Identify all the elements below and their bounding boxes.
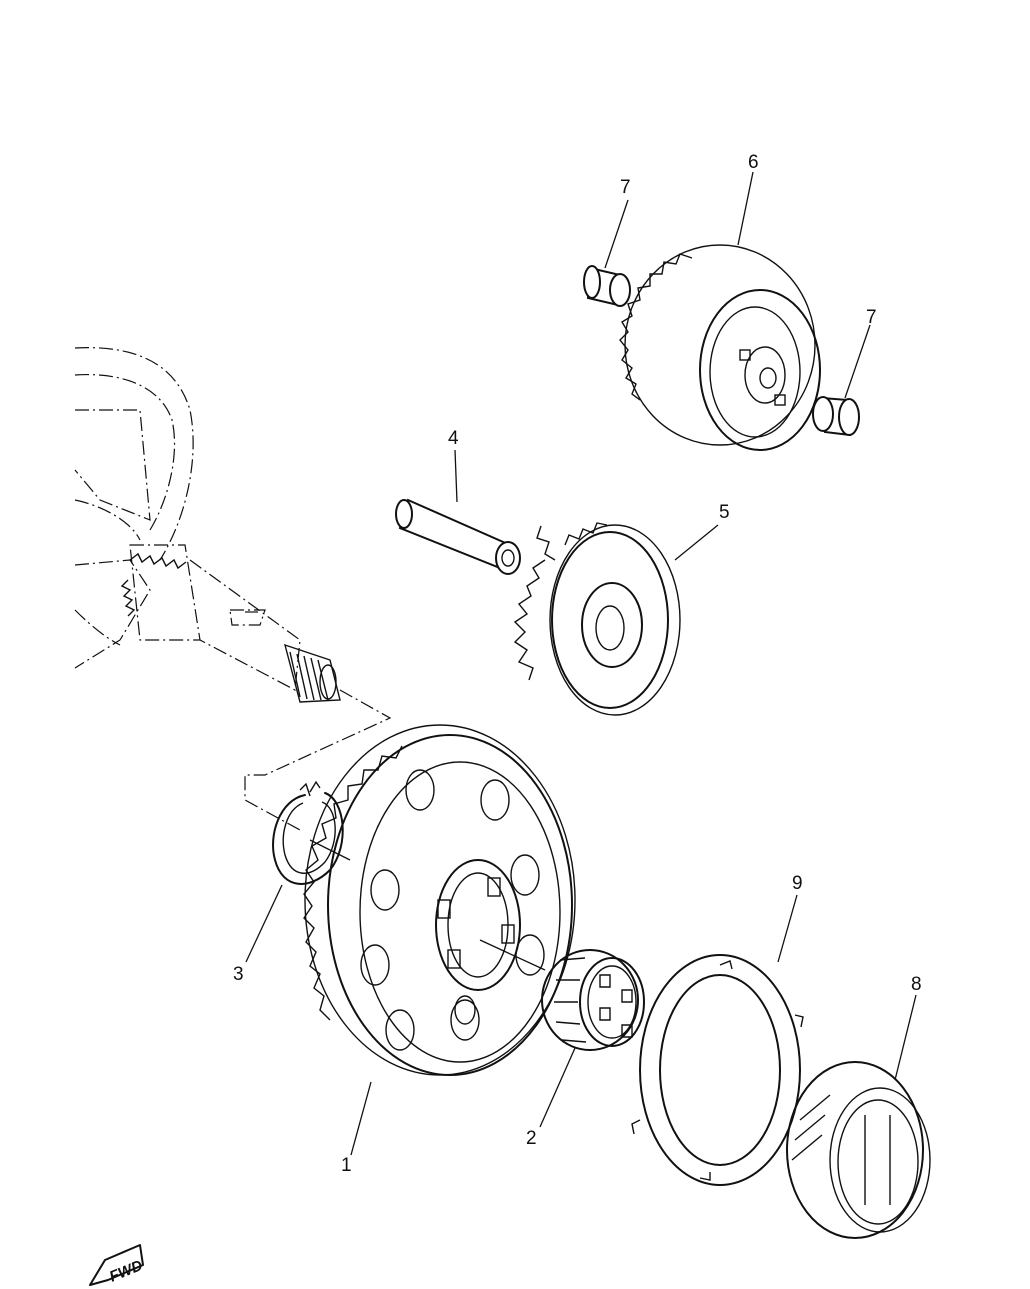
fwd-label: FWD	[107, 1257, 145, 1286]
one-way-clutch	[786, 1061, 931, 1239]
callout-8: 8	[911, 974, 922, 995]
idler-gear	[513, 522, 681, 716]
callout-9: 9	[792, 873, 803, 894]
callout-4: 4	[448, 428, 459, 449]
starter-clutch-gear	[303, 724, 576, 1076]
clutch-assembly	[619, 244, 821, 451]
callout-1: 1	[341, 1155, 352, 1176]
assembly-line-crank	[244, 689, 392, 831]
idler-shaft	[395, 498, 521, 575]
friction-plate	[631, 954, 804, 1186]
bushing-lower	[812, 396, 860, 437]
crankshaft-phantom	[74, 347, 341, 703]
callout-2: 2	[526, 1128, 537, 1149]
callout-6: 6	[748, 152, 759, 173]
circlip	[272, 780, 351, 885]
callout-3: 3	[233, 964, 244, 985]
callout-7-lower: 7	[866, 307, 877, 328]
callout-7-upper: 7	[620, 177, 631, 198]
needle-bearing	[479, 939, 645, 1051]
bushing-upper	[583, 265, 631, 307]
fwd-arrow-icon: FWD	[89, 1244, 145, 1286]
leader-lines	[245, 171, 917, 1156]
callout-5: 5	[719, 502, 730, 523]
